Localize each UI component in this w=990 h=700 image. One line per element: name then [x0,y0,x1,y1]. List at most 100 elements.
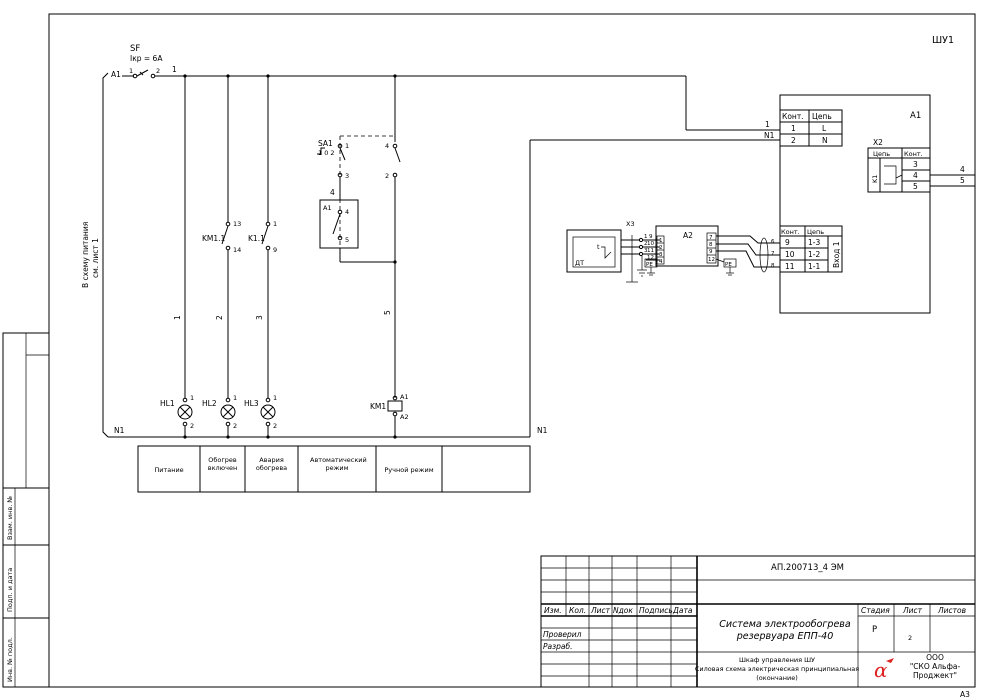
org-logo: α [874,658,894,682]
wire-5-label: 5 [383,310,392,315]
sa1-a1-block [319,199,359,249]
sa1-positions: 1 0 2 [318,149,335,157]
a1-in-row3-kont: 11 [785,262,795,271]
k11-term-bot: 9 [273,246,277,254]
tb-system-line1: Система электрообогрева [719,619,851,630]
sa1-designation: SA1 [318,139,333,148]
tb-stage: P [872,625,877,635]
stamp-replace-inv: Взам. инв. № [6,496,14,540]
tb-doc-code: АП.200713_4 ЭМ [771,563,844,573]
hl2-t1: 1 [233,394,237,402]
sa1-a1-t5: 5 [345,236,349,244]
neutral-left-label: N1 [114,426,125,435]
sa1-t2: 2 [385,172,389,180]
a1-in-hdr-kont: Конт. [781,228,800,236]
a2-rp-8: 8 [709,242,713,248]
x2-out-4: 4 [960,165,965,174]
sensor-group: ДТ t X3 1 2 3 9 10 11 12 PE A2 [566,220,780,283]
a1-in-hdr-cep: Цепь [807,228,824,236]
sa1-t1: 1 [345,142,349,150]
lamp-hl3: HL3 1 2 [244,394,277,439]
x2-designation: X2 [873,138,883,147]
x2-hdr-kont: Конт. [904,150,923,158]
tb-checked: Проверил [543,630,582,639]
tb-desc-line2: Силовая схема электрическая принципиальн… [695,665,859,673]
module-a2 [655,225,719,267]
sa1-a1-t4: 4 [345,208,349,216]
a2-left-11: 11 [647,248,654,254]
supply-note-line2: см. лист 1 [91,238,100,278]
title-block: Изм. Кол. Лист Nдок Подпись Дата Провери… [540,555,976,688]
km1-t1: A1 [400,393,409,401]
x2-out-5: 5 [960,176,965,185]
tb-org-line3: Проджект" [913,671,957,680]
a2-lp-3: 3 [659,252,663,258]
sheet-format: A3 [960,690,970,699]
tb-hdr-izm: Изм. [544,606,562,615]
km11-designation: KM1.1 [202,234,226,243]
x2-hdr-cep: Цепь [873,150,890,158]
k11-designation: K1.1 [248,234,265,243]
a1-row1-kont: 1 [791,124,796,133]
breaker-term-in: 1 [129,67,133,75]
legend-manual-mode: Ручной режим [384,466,433,474]
a2-left-12: 12 [647,255,654,261]
breaker-sf: SF Iкр = 6A A1 1 2 1 [111,44,177,79]
a2-lp-4: 4 [659,259,663,265]
stamp-inv-original: Инв. № подл. [6,637,14,682]
a1-in-row2-kont: 10 [785,250,795,259]
a2-rp-12: 12 [708,257,715,263]
lamp-hl1: HL1 1 2 [160,394,194,439]
legend-table: Питание Обогрев включен Авария обогрева … [137,445,531,493]
breaker-designation: SF [130,44,140,54]
km1-designation: KM1 [370,402,386,411]
a1-in-row1-cep: 1-3 [808,238,820,247]
legend-heating-fault: Авария обогрева [255,456,288,472]
hl3-t2: 2 [273,422,277,430]
tb-hdr-data: Дата [672,606,693,615]
legend-heating-on: Обогрев включен [207,456,238,472]
supply-note-line1: В схему питания [81,222,90,288]
a2-rp-7: 7 [709,235,713,241]
legend-auto-mode: Автоматический режим [310,456,367,472]
a2-lp-1: 1 [659,238,663,244]
hl3-t1: 1 [273,394,277,402]
tb-sheet-hdr: Лист [902,606,923,615]
breaker-rating: Iкр = 6A [130,54,163,63]
x2-relay: K1 [871,175,879,183]
cabinet-label: ШУ1 [932,35,954,46]
tb-hdr-list: Лист [590,606,611,615]
breaker-term-out: 2 [156,67,160,75]
lamp-hl2: HL2 1 2 [202,394,237,439]
tb-desc-line1: Шкаф управления ШУ [739,656,815,664]
supply-bracket: В схему питания см. лист 1 [81,72,109,438]
a1-wire-n: N1 [764,131,775,140]
tb-hdr-podp: Подпись [639,606,673,615]
tb-desc-line3: (окончание) [756,674,798,682]
km11-term-bot: 14 [233,246,241,254]
a1-row2-kont: 2 [791,136,796,145]
coil-km1: KM1 A1 A2 [370,393,409,439]
x3-pin-2: 2 [644,241,648,247]
km11-term-top: 13 [233,220,241,228]
x2-row-4: 4 [913,171,918,180]
a1-wire-in-8: 8 [771,263,775,269]
unit-a1: A1 Конт. Цепь 1 L 2 N Конт. Цепь 9 1-3 1… [771,94,931,314]
a1-in-row1-kont: 9 [785,238,790,247]
tb-sheets-hdr: Листов [937,606,966,615]
a2-lp-2: 2 [659,245,663,251]
wire-3-label: 3 [255,315,264,320]
terminal-x2: X2 Цепь Конт. 3 4 5 K1 4 5 [867,138,975,193]
a1-hdr-cep: Цепь [812,112,832,121]
tb-sheet: 2 [908,634,912,642]
km1-t2: A2 [400,413,409,421]
sa1-a1-label: A1 [323,204,332,212]
tb-system-line2: резервуара ЕПП-40 [736,631,834,642]
k11-term-top: 1 [273,220,277,228]
stamp-sign-date: Подп. и дата [6,568,14,612]
tb-hdr-kol: Кол. [569,606,586,615]
wire-2-label: 2 [215,315,224,320]
hl2-t2: 2 [233,422,237,430]
tb-stage-hdr: Стадия [861,606,890,615]
